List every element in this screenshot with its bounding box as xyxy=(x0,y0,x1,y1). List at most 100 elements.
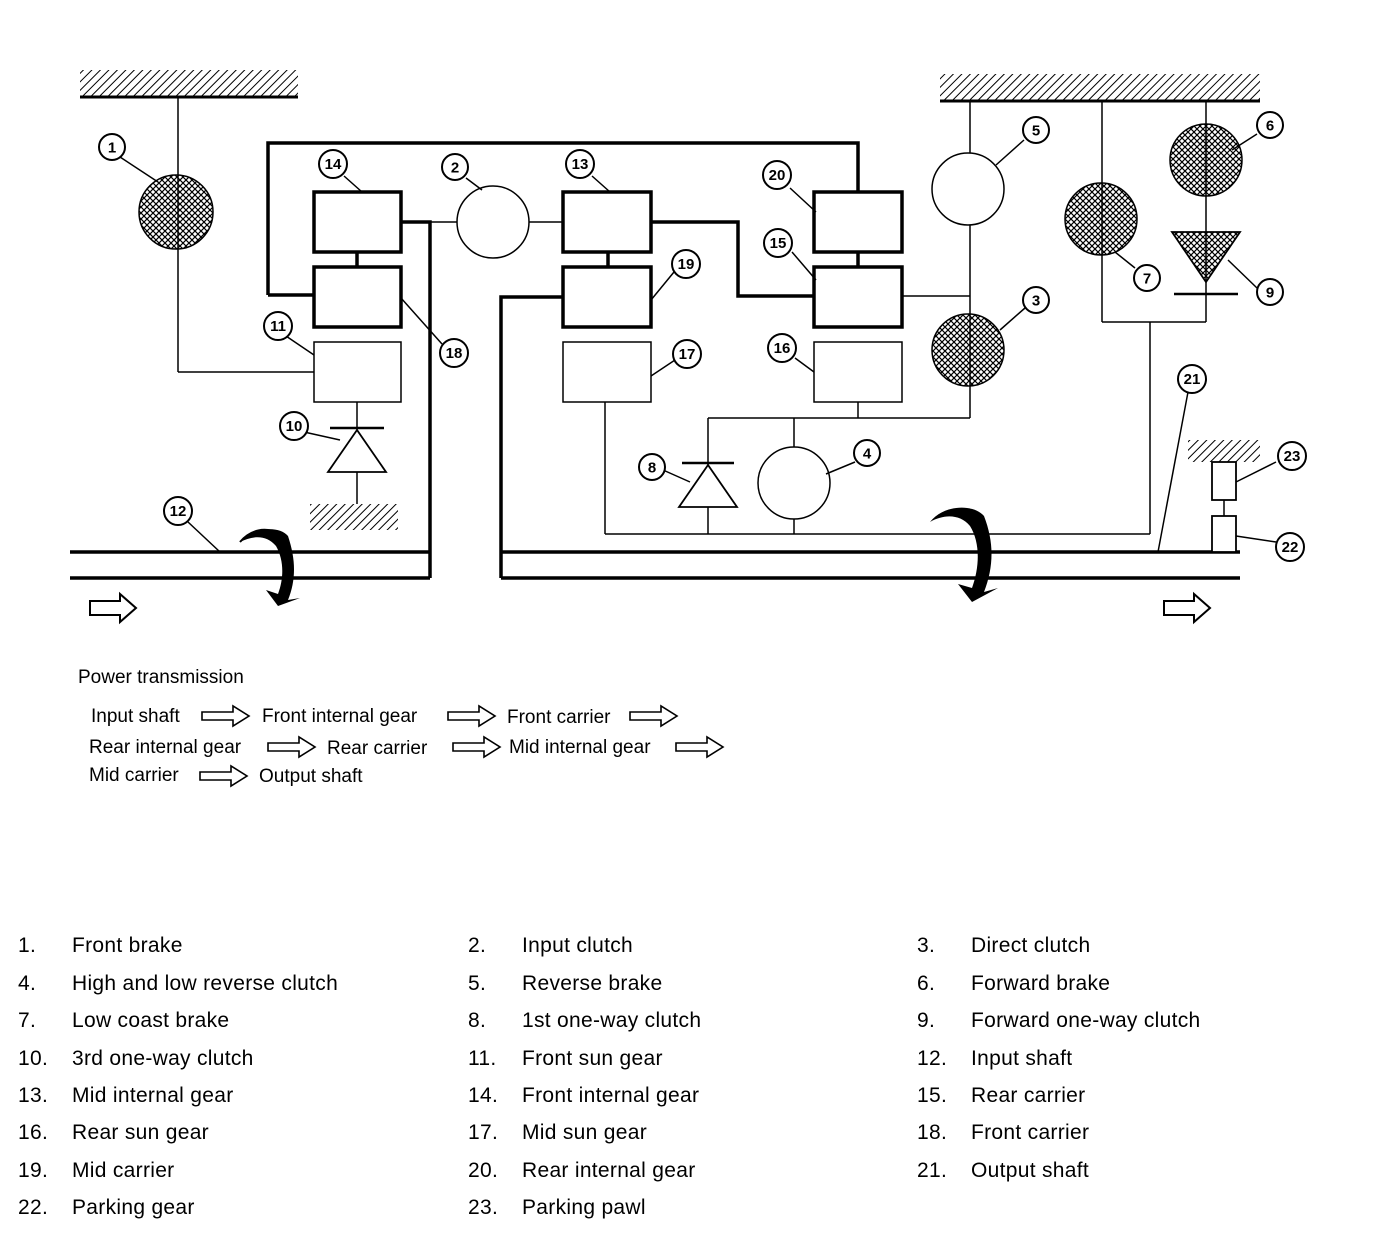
svg-text:18: 18 xyxy=(446,345,463,362)
legend-label: Mid sun gear xyxy=(522,1121,647,1144)
high-low-reverse-clutch-circle xyxy=(757,446,831,520)
legend-label: Low coast brake xyxy=(72,1009,230,1032)
callout-3: 3 xyxy=(1022,286,1050,314)
legend-label: Parking gear xyxy=(72,1196,195,1219)
ground-hatch-one-way xyxy=(310,504,398,530)
callout-18: 18 xyxy=(439,338,469,368)
legend-label: Mid internal gear xyxy=(72,1084,234,1107)
legend-label: Front internal gear xyxy=(522,1084,700,1107)
svg-text:15: 15 xyxy=(770,235,787,252)
input-clutch-circle xyxy=(456,185,530,259)
reverse-brake-circle xyxy=(931,152,1005,226)
callout-8: 8 xyxy=(638,453,666,481)
input-flow-arrow xyxy=(89,593,137,623)
svg-text:21: 21 xyxy=(1184,371,1201,388)
legend-number: 1. xyxy=(18,934,37,957)
legend-number: 12. xyxy=(917,1047,948,1070)
legend-number: 7. xyxy=(18,1009,37,1032)
callout-7: 7 xyxy=(1133,264,1161,292)
legend-number: 10. xyxy=(18,1047,49,1070)
legend-label: Front carrier xyxy=(971,1121,1090,1144)
callout-16: 16 xyxy=(767,333,797,363)
legend-number: 20. xyxy=(468,1159,499,1182)
legend-number: 23. xyxy=(468,1196,499,1219)
legend-label: Parking pawl xyxy=(522,1196,646,1219)
pt-step: Rear internal gear xyxy=(89,737,242,758)
legend-label: Forward brake xyxy=(971,972,1111,995)
svg-text:11: 11 xyxy=(270,318,286,335)
callout-21: 21 xyxy=(1177,364,1207,394)
component-legend: 1. Front brake 2. Input clutch 3. Direct… xyxy=(0,928,1392,1228)
legend-number: 6. xyxy=(917,972,936,995)
svg-text:17: 17 xyxy=(679,346,696,363)
legend-label: 1st one-way clutch xyxy=(522,1009,702,1032)
svg-text:23: 23 xyxy=(1284,448,1301,465)
legend-number: 15. xyxy=(917,1084,948,1107)
legend-number: 16. xyxy=(18,1121,49,1144)
forward-brake-circle xyxy=(1169,123,1243,197)
pt-step: Mid internal gear xyxy=(509,737,651,758)
legend-number: 8. xyxy=(468,1009,487,1032)
callout-14: 14 xyxy=(318,149,348,179)
svg-text:10: 10 xyxy=(286,418,303,435)
mid-sun-gear-box xyxy=(562,341,652,403)
parking-pawl-shape xyxy=(1211,461,1237,501)
legend-number: 19. xyxy=(18,1159,49,1182)
svg-text:12: 12 xyxy=(170,503,187,520)
mid-carrier-box xyxy=(561,265,653,329)
ground-hatch-front-brake xyxy=(80,70,298,99)
svg-text:22: 22 xyxy=(1282,539,1299,556)
svg-text:14: 14 xyxy=(325,156,342,173)
legend-number: 11. xyxy=(468,1047,497,1070)
svg-text:2: 2 xyxy=(451,160,459,177)
legend-number: 17. xyxy=(468,1121,499,1144)
front-brake-circle xyxy=(138,174,214,250)
svg-text:8: 8 xyxy=(648,460,656,477)
front-internal-gear-box xyxy=(312,190,403,254)
power-transmission-title: Power transmission xyxy=(78,667,244,688)
legend-number: 2. xyxy=(468,934,487,957)
callout-4: 4 xyxy=(853,439,881,467)
mid-internal-gear-box xyxy=(561,190,653,254)
svg-text:19: 19 xyxy=(678,256,695,273)
callout-15: 15 xyxy=(763,228,793,258)
output-flow-arrow xyxy=(1163,593,1211,623)
callout-2: 2 xyxy=(441,153,469,181)
svg-text:5: 5 xyxy=(1032,123,1040,140)
leader-lines xyxy=(119,133,1277,553)
legend-label: Input shaft xyxy=(971,1047,1073,1070)
legend-number: 21. xyxy=(917,1159,948,1182)
legend-number: 5. xyxy=(468,972,487,995)
pt-arrow xyxy=(199,765,248,787)
pt-step: Front carrier xyxy=(507,707,611,728)
legend-number: 9. xyxy=(917,1009,936,1032)
pt-arrow xyxy=(447,705,496,727)
pt-arrow xyxy=(452,736,501,758)
legend-label: Mid carrier xyxy=(72,1159,175,1182)
callout-9: 9 xyxy=(1256,278,1284,306)
svg-text:9: 9 xyxy=(1266,285,1274,302)
rear-internal-gear-box xyxy=(812,190,904,254)
pt-step: Input shaft xyxy=(91,706,180,727)
pt-step: Output shaft xyxy=(259,766,363,787)
svg-text:16: 16 xyxy=(774,340,791,357)
legend-label: Rear carrier xyxy=(971,1084,1086,1107)
callout-13: 13 xyxy=(565,149,595,179)
legend-number: 18. xyxy=(917,1121,948,1144)
pt-step: Mid carrier xyxy=(89,765,179,786)
callout-6: 6 xyxy=(1256,111,1284,139)
svg-text:20: 20 xyxy=(769,167,786,184)
legend-label: High and low reverse clutch xyxy=(72,972,339,995)
third-one-way-clutch-symbol xyxy=(326,426,388,473)
rear-sun-gear-box xyxy=(813,341,903,403)
first-one-way-clutch-symbol xyxy=(677,461,739,508)
svg-text:7: 7 xyxy=(1143,271,1151,288)
callout-19: 19 xyxy=(671,249,701,279)
callout-5: 5 xyxy=(1022,116,1050,144)
callout-10: 10 xyxy=(279,411,309,441)
legend-label: Rear sun gear xyxy=(72,1121,209,1144)
pt-step: Front internal gear xyxy=(262,706,418,727)
legend-label: Input clutch xyxy=(522,934,633,957)
pt-arrow xyxy=(675,736,724,758)
legend-label: Front brake xyxy=(72,934,183,957)
